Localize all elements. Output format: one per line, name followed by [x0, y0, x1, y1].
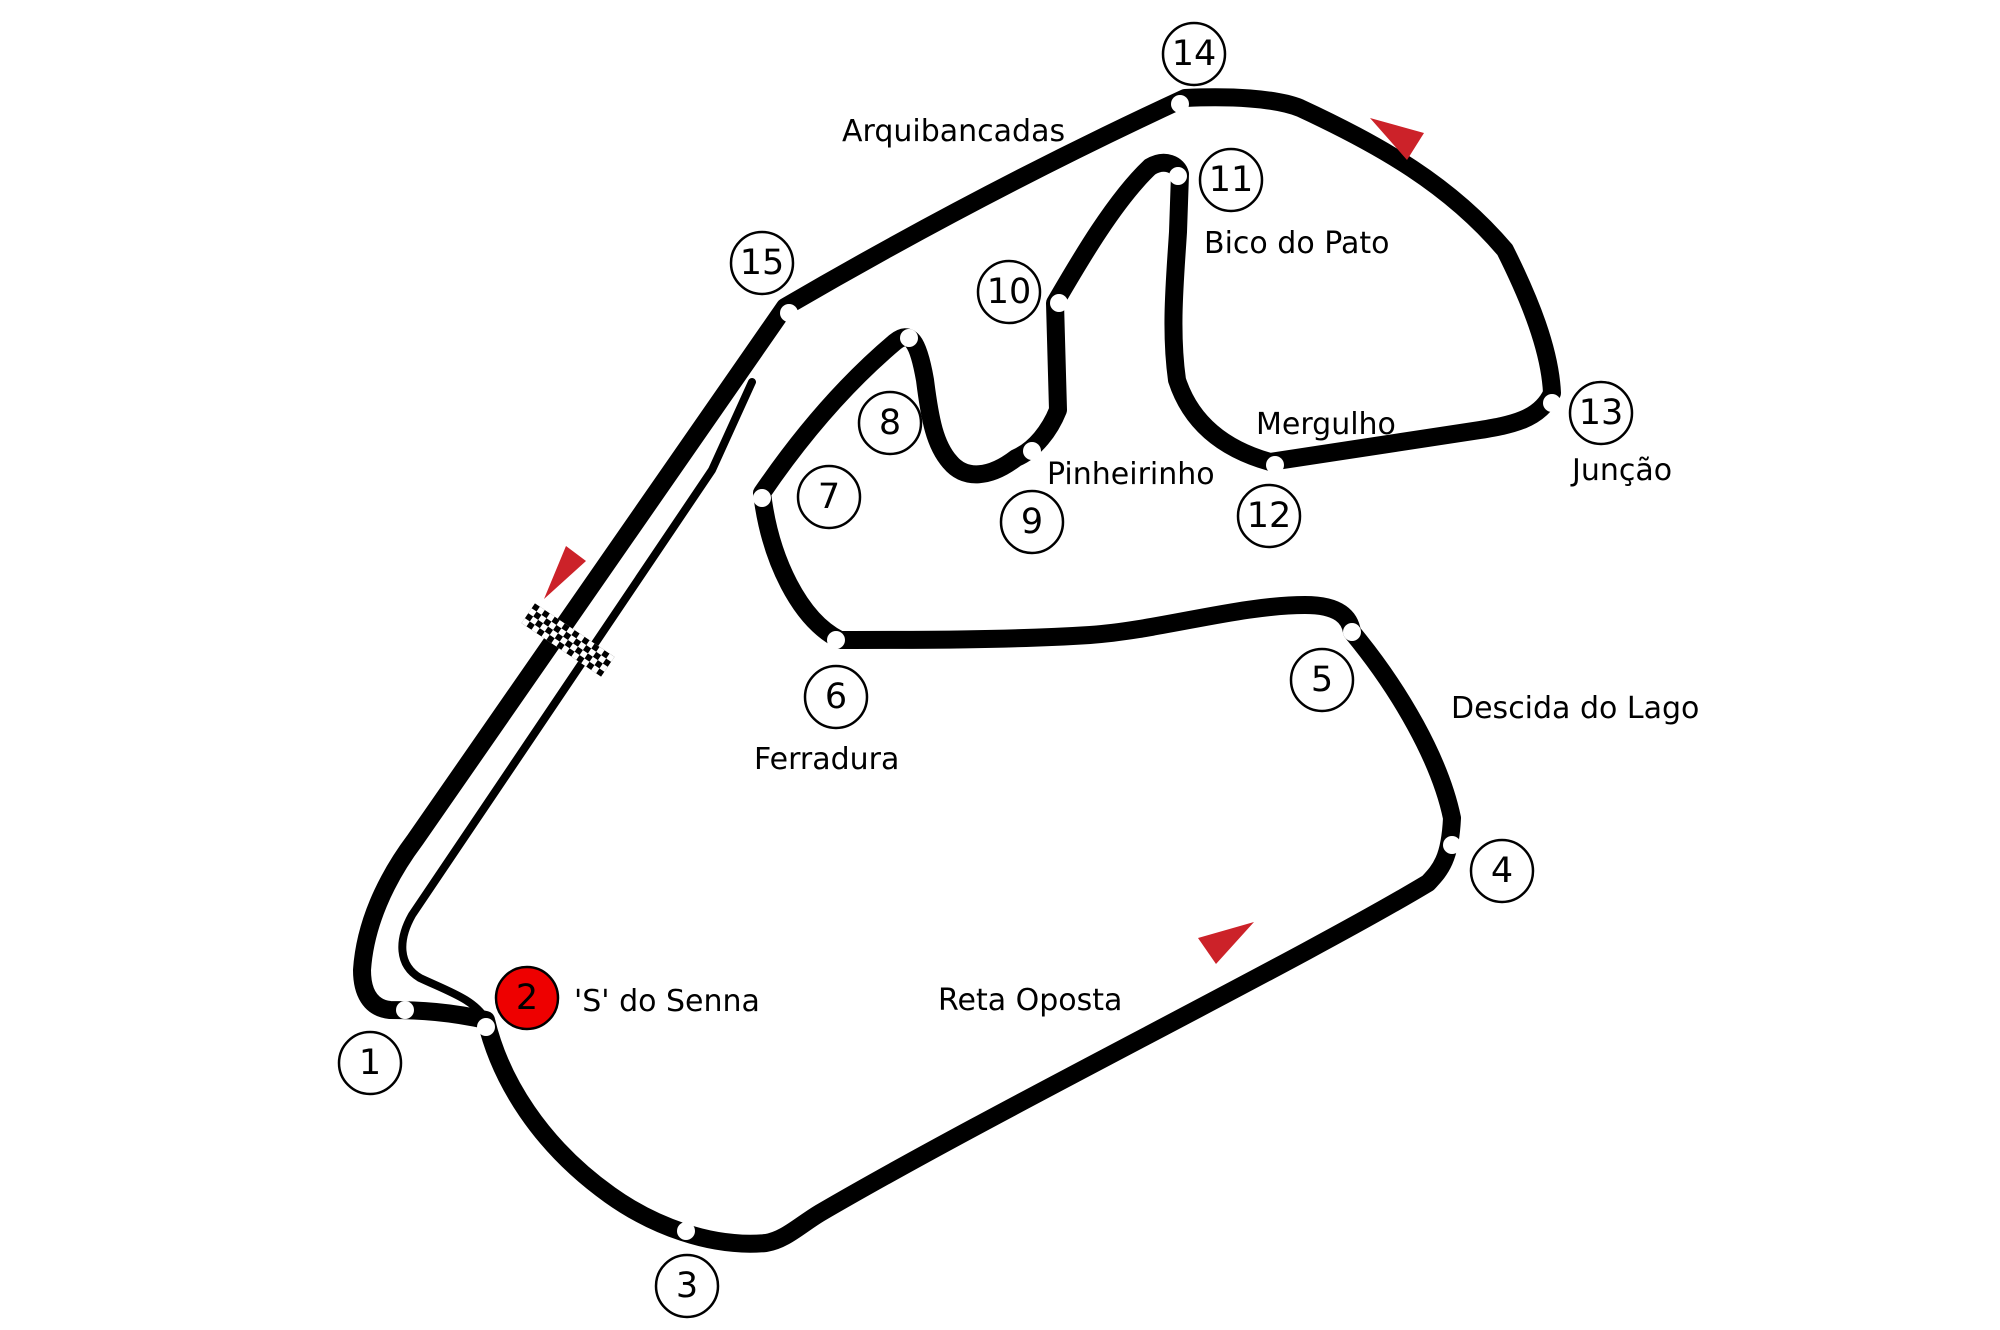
- label-pinheirinho: Pinheirinho: [1047, 457, 1215, 492]
- apex-marker: [1343, 623, 1361, 641]
- corner-circle: [729, 230, 795, 296]
- corner-5: 5: [1289, 647, 1355, 713]
- direction-arrow-icon: [544, 546, 586, 599]
- apex-marker: [1443, 836, 1461, 854]
- corner-circle: [654, 1253, 720, 1319]
- corner-number: 1: [359, 1043, 381, 1083]
- start-finish-line: [521, 603, 615, 677]
- apex-marker: [1171, 95, 1189, 113]
- corner-12: 12: [1236, 483, 1302, 549]
- corner-number: 12: [1247, 496, 1292, 536]
- corner-13: 13: [1568, 380, 1634, 446]
- race-track: [353, 88, 1561, 1253]
- apex-marker: [1543, 394, 1561, 412]
- corner-circle: [1568, 380, 1634, 446]
- pit-lane: [398, 378, 756, 1024]
- apex-marker: [677, 1222, 695, 1240]
- corner-circle: [1236, 483, 1302, 549]
- corner-number: 10: [987, 272, 1032, 312]
- corner-circle: [1469, 838, 1535, 904]
- label-arquibancadas: Arquibancadas: [842, 114, 1065, 149]
- label-juncao: Junção: [1570, 453, 1672, 488]
- apex-marker: [396, 1001, 414, 1019]
- corner-circle: [337, 1030, 403, 1096]
- direction-arrow-icon: [1370, 118, 1424, 160]
- label-s-do-senna: 'S' do Senna: [574, 984, 760, 1019]
- corner-number: 11: [1209, 160, 1254, 200]
- corner-9: 9: [999, 489, 1065, 555]
- corner-number: 6: [825, 677, 847, 717]
- corner-number: 2: [516, 978, 538, 1018]
- corner-circle: [1198, 147, 1264, 213]
- corner-circle: [803, 664, 869, 730]
- apex-marker: [753, 489, 771, 507]
- apex-marker: [1050, 294, 1068, 312]
- direction-arrow-icon: [1198, 922, 1254, 964]
- corner-3: 3: [654, 1253, 720, 1319]
- corner-4: 4: [1469, 838, 1535, 904]
- apex-marker: [1266, 456, 1284, 474]
- label-bico-do-pato: Bico do Pato: [1204, 226, 1389, 261]
- label-mergulho: Mergulho: [1256, 407, 1396, 442]
- label-descida-do-lago: Descida do Lago: [1451, 691, 1699, 726]
- corner-10: 10: [976, 259, 1042, 325]
- corner-7: 7: [796, 464, 862, 530]
- apex-markers: [396, 95, 1561, 1240]
- apex-marker: [900, 329, 918, 347]
- corner-11: 11: [1198, 147, 1264, 213]
- corner-1: 1: [337, 1030, 403, 1096]
- apex-marker: [780, 304, 798, 322]
- corner-8: 8: [857, 390, 923, 456]
- apex-marker: [1023, 442, 1041, 460]
- corner-number: 15: [740, 243, 785, 283]
- corner-number: 7: [818, 477, 840, 517]
- corner-number: 8: [879, 403, 901, 443]
- corner-14: 14: [1161, 21, 1227, 87]
- corner-2: 2: [494, 965, 560, 1031]
- corner-number: 4: [1491, 851, 1513, 891]
- corner-circle: [494, 965, 560, 1031]
- corner-number: 3: [676, 1266, 698, 1306]
- corner-number: 14: [1172, 34, 1217, 74]
- corner-number: 5: [1311, 660, 1333, 700]
- corner-15: 15: [729, 230, 795, 296]
- corner-circle: [999, 489, 1065, 555]
- apex-marker: [827, 631, 845, 649]
- corner-circle: [1161, 21, 1227, 87]
- corner-number: 9: [1021, 502, 1043, 542]
- apex-marker: [477, 1018, 495, 1036]
- corner-number: 13: [1579, 393, 1624, 433]
- corner-6: 6: [803, 664, 869, 730]
- label-reta-oposta: Reta Oposta: [938, 983, 1122, 1018]
- label-ferradura: Ferradura: [754, 742, 899, 777]
- corner-circle: [857, 390, 923, 456]
- corner-circle: [796, 464, 862, 530]
- corner-circle: [976, 259, 1042, 325]
- corner-circle: [1289, 647, 1355, 713]
- apex-marker: [1169, 167, 1187, 185]
